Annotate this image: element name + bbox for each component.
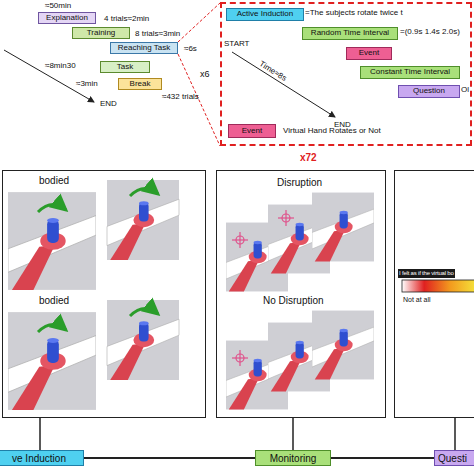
stage-box: ve Induction <box>0 450 84 466</box>
annotation-text: ≈3min <box>76 80 98 89</box>
phase-box: Task <box>100 61 150 73</box>
annotation-text: 4 trials≈2min <box>104 15 149 24</box>
annotation-text: Time≈8s <box>257 60 287 84</box>
event-box: Event <box>228 124 276 138</box>
panel-text: bodied <box>39 175 69 186</box>
panel-text: Not at all <box>403 296 431 304</box>
step-box: Constant Time Interval <box>360 66 460 79</box>
box-label: Monitoring <box>270 453 317 464</box>
box-label: Questi <box>438 453 467 464</box>
question-panel: I felt as if the virtual bo Not at all <box>394 170 474 418</box>
annotation-text: =The subjects rotate twice t <box>305 9 403 18</box>
box-label: Training <box>87 29 116 38</box>
box-label: Explanation <box>46 14 88 23</box>
box-label: Active Induction <box>237 10 293 19</box>
annotation-text: ≈6s <box>184 45 197 54</box>
annotation-text: Ol <box>461 86 469 95</box>
annotation-text: ≈50min <box>45 2 71 11</box>
condition-panel: bodied bodied <box>2 170 206 418</box>
box-label: Event <box>359 49 379 58</box>
box-label: Question <box>413 87 445 96</box>
stage-box: Questi <box>434 450 474 466</box>
annotation-text: ≈8min30 <box>45 62 76 71</box>
panel-text: x72 <box>300 152 317 163</box>
box-label: Task <box>117 63 133 72</box>
annotation-text: START <box>224 40 249 49</box>
box-label: Constant Time Interval <box>370 68 450 77</box>
stage-box: Monitoring <box>255 450 331 466</box>
box-label: ve Induction <box>12 453 66 464</box>
step-box: Random Time Interval <box>302 27 398 40</box>
phase-box: Explanation <box>38 12 96 24</box>
step-box: Active Induction <box>226 8 304 21</box>
panel-text: Disruption <box>277 177 322 188</box>
annotation-text: ≈432 trials <box>162 93 199 102</box>
panel-text: I felt as if the virtual bo <box>398 269 455 278</box>
annotation-text: END <box>100 100 117 109</box>
annotation-text: Virtual Hand Rotates or Not <box>283 127 381 136</box>
timeline-connector <box>84 457 255 459</box>
box-label: Break <box>130 80 151 89</box>
phase-box: Training <box>72 27 130 39</box>
timeline-connector <box>331 457 434 459</box>
box-label: Random Time Interval <box>311 29 389 38</box>
box-label: Reaching Task <box>118 44 170 53</box>
phase-box: Reaching Task <box>110 42 178 54</box>
box-label: Event <box>242 127 262 136</box>
step-box: Question <box>398 85 460 98</box>
annotation-text: 8 trials≈3min <box>135 30 180 39</box>
phase-box: Break <box>118 78 162 90</box>
annotation-text: =(0.9s 1.4s 2.0s) <box>400 28 460 37</box>
annotation-text: x6 <box>200 70 210 80</box>
event-box: Event <box>346 47 392 60</box>
condition-panel: Disruption No Disruption <box>216 170 386 418</box>
panel-text: bodied <box>39 295 69 306</box>
panel-text: No Disruption <box>263 295 324 306</box>
